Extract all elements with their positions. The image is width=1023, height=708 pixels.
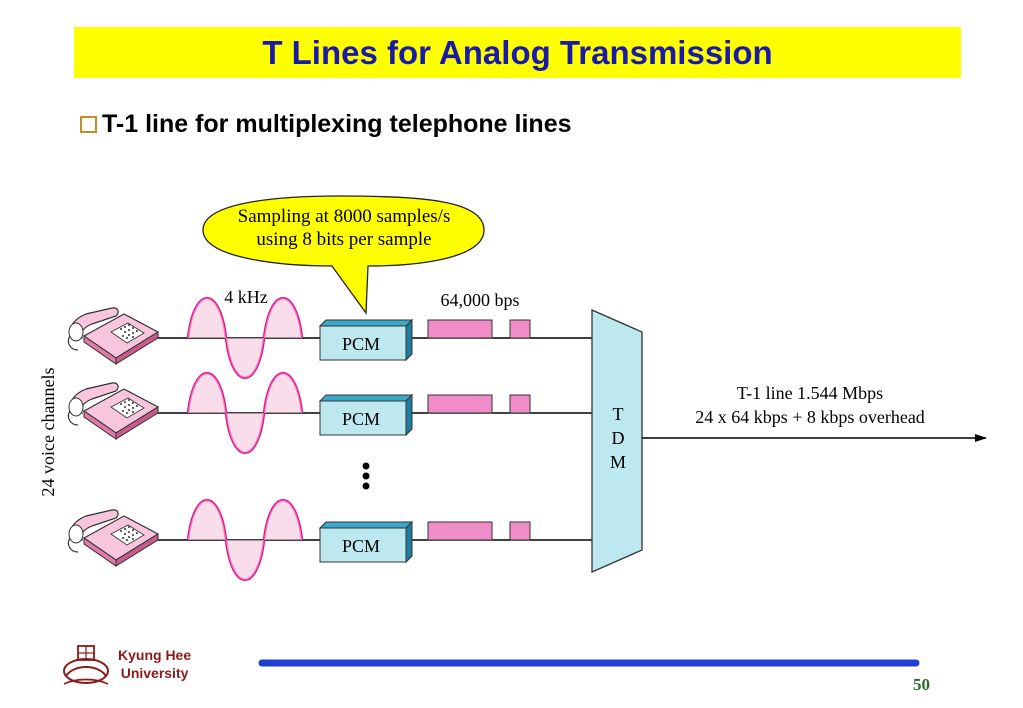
tdm-letter-m: M: [610, 452, 626, 472]
sampling-callout: [202, 195, 485, 315]
bullet-item: T-1 line for multiplexing telephone line…: [80, 110, 572, 139]
bit-stream-block: [427, 521, 493, 541]
pcm-label: PCM: [342, 409, 380, 429]
output-rate-label: T-1 line 1.544 Mbps: [737, 383, 883, 403]
university-logo: [63, 645, 109, 685]
university-name-line-2: University: [120, 665, 189, 681]
callout-line-1: Sampling at 8000 samples/s: [238, 206, 451, 227]
bullet-square-icon: [80, 116, 97, 133]
pcm-label: PCM: [342, 536, 380, 556]
tdm-letter-d: D: [612, 428, 625, 448]
voice-channels-label: 24 voice channels: [38, 368, 58, 497]
bullet-text: T-1 line for multiplexing telephone line…: [102, 110, 572, 138]
callout-line-2: using 8 bits per sample: [256, 229, 431, 250]
bitrate-label: 64,000 bps: [440, 290, 519, 310]
channel-row-2: PCM: [67, 372, 600, 454]
output-formula-label: 24 x 64 kbps + 8 kbps overhead: [695, 407, 925, 427]
slide-title: T Lines for Analog Transmission: [262, 33, 773, 71]
university-name: Kyung Hee University: [118, 646, 191, 682]
pcm-label: PCM: [342, 334, 380, 354]
telephone-icon: [67, 382, 159, 440]
tdm-letter-t: T: [613, 404, 624, 424]
frequency-label: 4 kHz: [224, 287, 268, 307]
page-number: 50: [913, 675, 930, 694]
bit-stream-block: [427, 319, 493, 339]
bit-stream-block: [509, 521, 531, 541]
telephone-icon: [67, 307, 159, 365]
more-channels-ellipsis: [362, 462, 370, 490]
university-name-line-1: Kyung Hee: [118, 647, 192, 663]
bit-stream-block: [509, 394, 531, 414]
channel-row-24: PCM: [67, 499, 600, 581]
telephone-icon: [67, 509, 159, 567]
title-banner: T Lines for Analog Transmission: [74, 27, 961, 78]
channel-row-1: PCM: [67, 297, 600, 379]
bit-stream-block: [427, 394, 493, 414]
bit-stream-block: [509, 319, 531, 339]
tdm-multiplexer: [591, 309, 643, 573]
